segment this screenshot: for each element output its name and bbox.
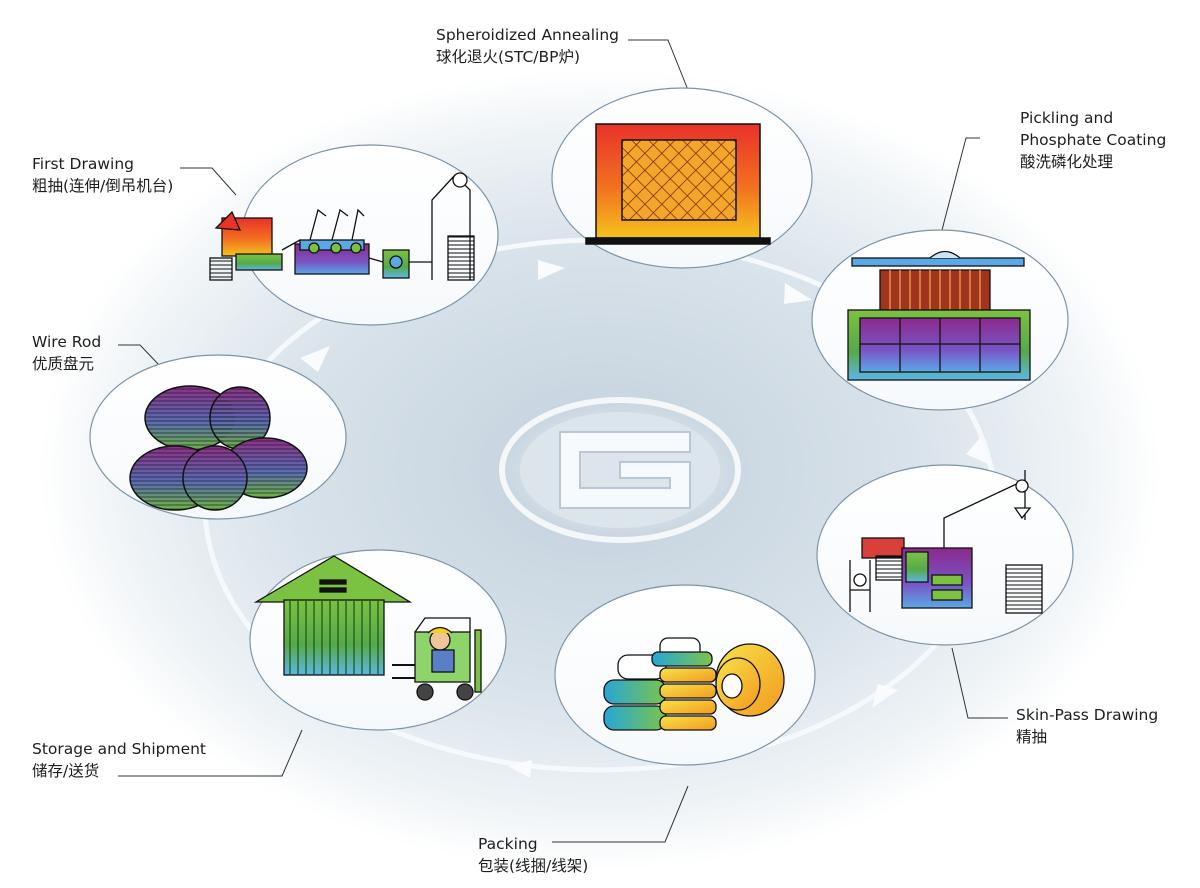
label-skin-pass-drawing: Skin-Pass Drawing 精抽 (1016, 704, 1158, 748)
warehouse-forklift-icon (253, 555, 482, 701)
label-zh: 球化退火(STC/BP炉) (436, 48, 581, 66)
label-en: Skin-Pass Drawing (1016, 706, 1159, 724)
label-en: Storage and Shipment (32, 740, 207, 758)
label-pickling-phosphate: Pickling and Phosphate Coating 酸洗磷化处理 (1020, 107, 1166, 173)
label-zh: 包装(线捆/线架) (478, 857, 589, 875)
label-en: Spheroidized Annealing (436, 26, 620, 44)
connector-lines (118, 39, 1008, 843)
step-wire-rod (89, 354, 347, 520)
label-zh: 粗抽(连伸/倒吊机台) (32, 177, 174, 195)
arrow-icon (538, 260, 565, 280)
label-en-2: Phosphate Coating (1020, 131, 1167, 149)
label-en: Pickling and (1020, 109, 1114, 127)
step-pickling-phosphate (811, 229, 1069, 411)
label-storage-shipment: Storage and Shipment 储存/送货 (32, 738, 206, 782)
arrow-icon (508, 760, 532, 778)
step-packing (554, 584, 816, 766)
label-zh: 酸洗磷化处理 (1020, 153, 1114, 171)
label-packing: Packing 包装(线捆/线架) (478, 833, 588, 877)
arrow-icon (966, 438, 992, 466)
step-skin-pass-drawing (816, 464, 1074, 646)
label-en: Wire Rod (32, 333, 102, 351)
pickling-tank-icon (847, 250, 1031, 381)
step-storage-shipment (249, 549, 507, 731)
arrow-icon (872, 684, 898, 708)
drawing-machine-icon (209, 172, 475, 281)
label-first-drawing: First Drawing 粗抽(连伸/倒吊机台) (32, 153, 173, 197)
step-spheroidized-annealing (551, 87, 813, 269)
label-zh: 储存/送货 (32, 762, 100, 780)
arrow-icon (300, 346, 330, 372)
label-spheroidized-annealing: Spheroidized Annealing 球化退火(STC/BP炉) (436, 24, 619, 68)
arrow-icon (784, 283, 812, 304)
step-first-drawing (209, 144, 499, 326)
skin-pass-machine-icon (849, 470, 1043, 614)
label-zh: 优质盘元 (32, 355, 95, 373)
label-wire-rod: Wire Rod 优质盘元 (32, 331, 101, 375)
label-en: First Drawing (32, 155, 134, 173)
label-en: Packing (478, 835, 538, 853)
label-zh: 精抽 (1016, 728, 1048, 746)
annealing-furnace-icon (585, 123, 771, 245)
wire-rod-coils-icon (129, 385, 308, 511)
company-logo-icon (490, 395, 750, 545)
packed-coils-icon (603, 637, 785, 731)
